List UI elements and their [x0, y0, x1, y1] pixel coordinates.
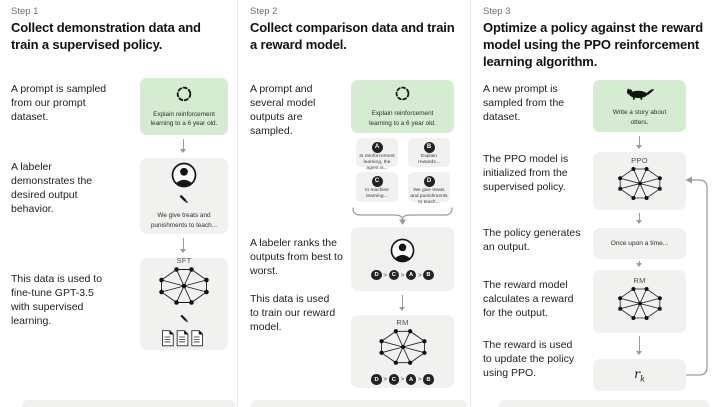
rm-model-label: RM [396, 318, 409, 328]
step-2-text-labeler-ranks: A labeler ranks the outputs from best to… [250, 237, 343, 277]
pencil-icon [179, 312, 190, 330]
down-arrow [636, 213, 643, 224]
rank-separator: > [417, 271, 422, 279]
step-2-prompt-text: Explain reinforcement learning to a 6 ye… [369, 110, 436, 127]
rank-separator: > [417, 376, 422, 383]
step-3-text-policy-output: The policy generates an output. [483, 227, 581, 253]
step-3-rm-box: RM [593, 270, 686, 333]
answer-d-badge: D [423, 175, 435, 187]
step-2-text-prompt-outputs: A prompt and several model outputs are s… [250, 83, 316, 137]
answer-b-box: B Explain rewards... [408, 138, 450, 167]
answer-c-badge: C [371, 175, 383, 187]
rank-separator: > [400, 271, 405, 279]
step-3-prompt-text: Write a story about otters. [612, 109, 667, 126]
answer-a-badge: A [371, 141, 383, 153]
ranking-row: D > C > A > B [371, 269, 434, 281]
rank-badge: C [388, 269, 400, 281]
answer-d-box: D We give treats and punishments to teac… [408, 172, 450, 205]
step-2-labeler-box: D > C > A > B [351, 227, 454, 291]
labeler-icon [171, 162, 197, 193]
ppo-model-label: PPO [631, 155, 648, 165]
answer-b-text: Explain rewards... [418, 154, 440, 166]
rm-model-label: RM [633, 276, 646, 285]
step-3-text-rm-reward: The reward model calculates a reward for… [483, 279, 574, 319]
ranking-row: D > C > A > B [371, 374, 434, 385]
rank-badge: B [423, 269, 434, 281]
answer-d-text: We give treats and punishments to teach.… [410, 188, 448, 206]
pencil-icon [178, 193, 190, 211]
step-3-output-text: Once upon a time... [610, 239, 669, 247]
step-2-text-train-rm: This data is used to train our reward mo… [250, 293, 336, 333]
documents-icon [162, 330, 206, 352]
step-2-heading: Collect comparison data and train a rewa… [250, 20, 455, 52]
step-2-label: Step 2 [250, 6, 278, 17]
step-2-prompt-box: Explain reinforcement learning to a 6 ye… [351, 80, 454, 133]
step-3-label: Step 3 [483, 6, 511, 17]
otter-icon [625, 85, 655, 106]
answer-c-box: C In machine learning... [356, 172, 398, 202]
answer-a-text: In reinforcement learning, the agent is.… [359, 154, 395, 172]
rank-separator: > [383, 271, 388, 279]
reward-symbol: rk [634, 366, 645, 384]
step-1-sft-box: SFT [140, 256, 228, 352]
answer-c-text: In machine learning... [365, 188, 389, 200]
bottom-band [499, 400, 709, 407]
down-arrow [636, 136, 643, 149]
step-3-reward-box: rk [593, 359, 686, 391]
step-1-text-prompt-sampled: A prompt is sampled from our prompt data… [11, 83, 107, 123]
step-1-demo-caption: We give treats and punishments to teach.… [150, 212, 218, 229]
bottom-band [251, 400, 467, 407]
rank-separator: > [400, 376, 405, 383]
sft-model-label: SFT [176, 256, 192, 265]
sample-icon [394, 85, 411, 107]
step-3-heading: Optimize a policy against the reward mod… [483, 20, 703, 69]
answer-b-badge: B [423, 141, 435, 153]
down-arrow [180, 139, 187, 153]
step-1-text-labeler-demonstrates: A labeler demonstrates the desired outpu… [11, 161, 93, 215]
rank-badge: A [405, 269, 417, 281]
step-3-text-update-policy: The reward is used to update the policy … [483, 339, 575, 379]
step-1-text-finetune: This data is used to fine-tune GPT-3.5 w… [11, 273, 103, 327]
step-2-rm-box: RM D > C > A > B [351, 315, 454, 388]
step-1-label: Step 1 [11, 6, 39, 17]
feedback-loop-arrow [671, 170, 720, 390]
rank-badge: C [388, 374, 400, 385]
down-arrow [180, 238, 187, 253]
step-2-column: Step 2 Collect comparison data and train… [237, 0, 470, 407]
step-1-prompt-text: Explain reinforcement learning to a 6 ye… [150, 110, 218, 127]
sample-icon [175, 85, 193, 108]
step-3-prompt-box: Write a story about otters. [593, 80, 686, 132]
neural-network-icon [155, 265, 213, 312]
rank-badge: D [371, 374, 382, 385]
step-3-output-box: Once upon a time... [593, 228, 686, 259]
rank-badge: B [423, 374, 434, 385]
rank-separator: > [383, 376, 388, 383]
gather-brace-icon [351, 206, 454, 231]
answer-a-box: A In reinforcement learning, the agent i… [356, 138, 398, 171]
neural-network-icon [375, 327, 431, 372]
down-arrow [636, 261, 643, 267]
labeler-icon [390, 238, 415, 268]
rank-badge: A [405, 374, 417, 385]
step-3-column: Step 3 Optimize a policy against the rew… [470, 0, 720, 407]
step-3-ppo-box: PPO [593, 152, 686, 210]
step-1-column: Step 1 Collect demonstration data and tr… [0, 0, 237, 407]
down-arrow [399, 295, 406, 311]
neural-network-icon [614, 165, 666, 207]
neural-network-icon [614, 285, 666, 327]
step-3-text-new-prompt: A new prompt is sampled from the dataset… [483, 83, 565, 123]
step-3-text-ppo-init: The PPO model is initialized from the su… [483, 153, 569, 193]
bottom-band [22, 400, 235, 407]
step-1-heading: Collect demonstration data and train a s… [11, 20, 201, 52]
rank-badge: D [371, 269, 382, 281]
step-1-prompt-box: Explain reinforcement learning to a 6 ye… [140, 78, 228, 135]
down-arrow [636, 336, 643, 355]
step-1-labeler-box: We give treats and punishments to teach.… [140, 158, 228, 234]
